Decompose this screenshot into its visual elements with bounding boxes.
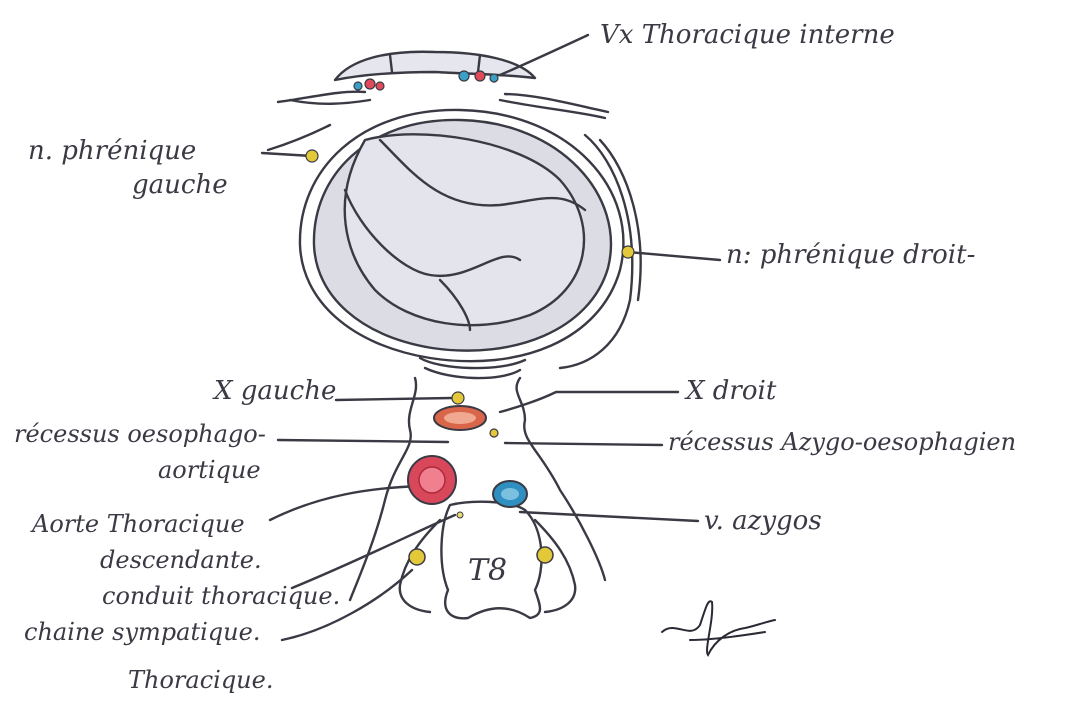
label-x-droit: X droit [686,378,776,404]
right-vagus-nerve [490,429,498,437]
leader-x-gauche [336,398,452,400]
thoracic-duct [457,512,463,518]
label-aorte-2: descendante. [100,548,262,572]
left-int-thoracic-vein-2 [376,82,384,90]
leader-vx-thoracique [500,35,588,75]
leader-conduit [292,515,455,588]
label-v-azygos: v. azygos [704,508,822,534]
azygos-lumen [501,488,519,500]
right-phrenic-nerve [622,246,634,258]
vertebra-label: T8 [468,553,507,588]
right-sympathetic-chain [537,547,553,563]
chest-wall-left-2 [290,100,370,104]
leader-v-azygos [520,512,698,521]
left-phrenic-nerve [306,150,318,162]
left-sympathetic-chain [409,549,425,565]
label-recessus-oesophago-2: aortique [158,458,261,482]
leader-x-droit [500,392,678,412]
label-recessus-oesophago-1: récessus oesophago- [14,422,266,446]
oesophagus-lumen [444,412,476,424]
label-chaine-sympathique-2: Thoracique. [128,668,273,692]
label-chaine-sympathique-1: chaine sympatique. [24,620,260,644]
label-aorte-1: Aorte Thoracique [32,512,245,536]
leader-recessus-azygo [505,443,662,445]
label-recessus-azygo: récessus Azygo-oesophagien [668,430,1016,454]
label-n-phrenique-gauche-2: gauche [132,172,228,198]
pleura-left [268,125,330,150]
leader-aorte [270,486,420,520]
right-int-thoracic-vein [459,71,469,81]
label-n-phrenique-gauche-1: n. phrénique [28,138,196,164]
vertebra-lamina-left [400,520,440,612]
right-int-thoracic-artery [475,71,485,81]
leader-n-phrenique-gauche [262,153,312,156]
left-vagus-nerve [452,392,464,404]
sternum [335,52,535,80]
left-int-thoracic-artery [365,79,375,89]
right-int-thoracic-vein-2 [490,74,498,82]
label-vx-thoracique-interne: Vx Thoracique interne [600,22,895,48]
label-x-gauche: X gauche [214,378,336,404]
label-n-phrenique-droit: n: phrénique droit- [726,242,975,268]
aorta-lumen [419,467,445,493]
leader-recessus-oesophago [278,440,448,442]
signature [662,601,775,655]
label-conduit-thoracique: conduit thoracique. [102,584,340,608]
left-int-thoracic-vein [354,82,362,90]
